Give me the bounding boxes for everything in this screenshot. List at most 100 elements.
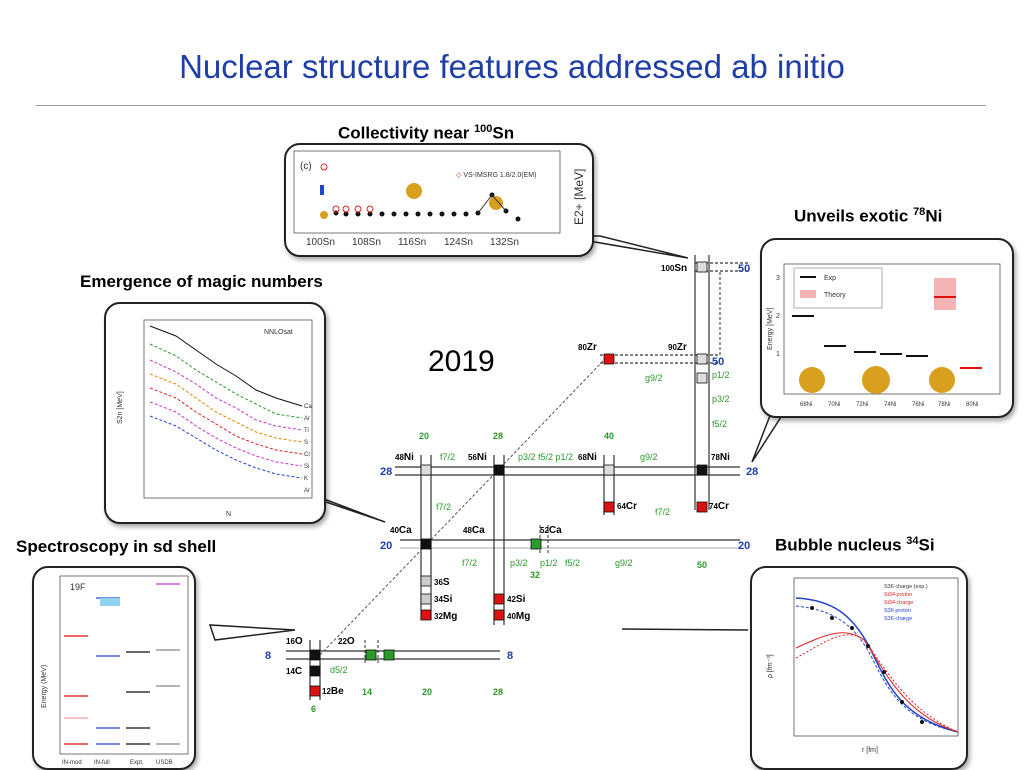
magic-xlabel: N [226, 511, 231, 518]
n-number-40: 40 [604, 431, 614, 441]
magic-ylabel: S2n [MeV] [117, 391, 124, 424]
sd-plot: 19F Energy (MeV) IN-mod IN-full Expt. US [41, 575, 189, 766]
sd-tag: 19F [70, 582, 86, 592]
orb-f72-bot: f7/2 [462, 558, 477, 568]
panel-sn-collectivity: (c) ◇ VS-IMSRG 1.8/2.0(EM) E2+ [MeV] 100… [284, 143, 594, 257]
bubble-legend-3: S36 proton [884, 608, 911, 614]
sd-col-infull: IN-full [94, 760, 110, 766]
title-divider [36, 105, 986, 106]
n-number-6: 6 [311, 704, 316, 714]
ni78-plot: Energy [MeV] 3 2 1 Exp Theory 68Ni 70Ni … [767, 263, 1001, 408]
ni78-x-70: 70Ni [828, 402, 840, 408]
panel-ni78: Energy [MeV] 3 2 1 Exp Theory 68Ni 70Ni … [760, 238, 1014, 418]
magic-curve-cr: Cr [304, 452, 310, 458]
magic-curve-ti: Ti [304, 428, 309, 434]
orb-d52: d5/2 [330, 665, 348, 675]
ni78-x-80: 80Ni [966, 402, 978, 408]
nuc-74cr: 74Cr [709, 501, 729, 512]
nuc-42si: 42Si [507, 594, 526, 605]
n-number-20b: 20 [422, 687, 432, 697]
nuc-22o: 22O [338, 636, 355, 647]
panel-bubble-si34: ρ [fm⁻³] r [fm] S36 charge (exp.) Si34 p… [750, 566, 968, 770]
bubble-legend-1: Si34 proton [884, 592, 912, 598]
panel-sd-shell: 19F Energy (MeV) IN-mod IN-full Expt. US [32, 566, 196, 770]
nuc-80zr: 80Zr [578, 342, 597, 353]
sn-legend: ◇ VS-IMSRG 1.8/2.0(EM) [456, 172, 536, 179]
nuc-78ni: 78Ni [711, 452, 730, 463]
ni78-legend-exp: Exp [824, 275, 836, 282]
year-label: 2019 [428, 345, 495, 378]
callout-exotic-ni: Unveils exotic 78Ni [794, 206, 943, 226]
callout-sd-shell: Spectroscopy in sd shell [16, 537, 217, 556]
magic-n-8: 8 [507, 650, 513, 662]
n-number-20: 20 [419, 431, 429, 441]
sn-plot: (c) ◇ VS-IMSRG 1.8/2.0(EM) E2+ [MeV] 100… [293, 150, 586, 248]
bubble-xlabel: r [fm] [862, 747, 878, 754]
ni78-ytick-2: 2 [776, 313, 780, 320]
nuc-52ca: 52Ca [540, 525, 562, 536]
bubble-legend-4: S36 charge [884, 616, 912, 622]
magic-z-8: 8 [265, 650, 271, 662]
n-number-14: 14 [362, 687, 372, 697]
ni78-x-78: 78Ni [938, 402, 950, 408]
orb-f72-ni: f7/2 [440, 452, 455, 462]
sn-tag: (c) [300, 161, 312, 172]
nuc-34si: 34Si [434, 594, 453, 605]
panel-magic-numbers: NNLOsat S2n [MeV] N Ca Ar Ti S Cr Si K A… [104, 302, 326, 524]
ni78-ytick-1: 1 [776, 351, 780, 358]
n-number-28b: 28 [493, 687, 503, 697]
sn-x-116: 116Sn [398, 237, 426, 248]
orb-g92-top: g9/2 [645, 373, 663, 383]
magic-n-28: 28 [746, 466, 758, 478]
n-number-50: 50 [697, 560, 707, 570]
orb-f52-bot: f5/2 [565, 558, 580, 568]
bubble-legend-2: Si34 charge [884, 600, 913, 606]
ni78-ytick-3: 3 [776, 275, 780, 282]
n-number-28: 28 [493, 431, 503, 441]
nuc-100sn: 100Sn [661, 263, 687, 274]
magic-curve-si: Si [304, 464, 309, 470]
orb-f52-top: f5/2 [712, 419, 727, 429]
sn-ylabel: E2+ [MeV] [572, 169, 586, 225]
orb-p12-bot: p1/2 [540, 558, 558, 568]
nuc-12be: 12Be [322, 686, 344, 697]
nuc-40mg: 40Mg [507, 611, 530, 622]
sn-x-132: 132Sn [490, 237, 519, 248]
bubble-ylabel: ρ [fm⁻³] [767, 654, 774, 678]
ni78-x-74: 74Ni [884, 402, 896, 408]
magic-curve-k: K [304, 476, 308, 482]
sd-ylabel: Energy (MeV) [41, 665, 48, 708]
ni78-legend-theory: Theory [824, 292, 846, 299]
magic-tag: NNLOsat [264, 329, 293, 336]
magic-curve-s: S [304, 440, 308, 446]
magic-n-50: 50 [712, 356, 724, 368]
ni78-x-68: 68Ni [800, 402, 812, 408]
sn-points [320, 183, 521, 222]
nuc-14c: 14C [286, 666, 302, 677]
ni78-ylabel: Energy [MeV] [767, 308, 774, 350]
magic-curve-ca: Ca [304, 404, 312, 410]
nuc-56ni: 56Ni [468, 452, 487, 463]
page-title: Nuclear structure features addressed ab … [179, 48, 845, 85]
nuc-90zr: 90Zr [668, 342, 687, 353]
nuc-16o: 16O [286, 636, 303, 647]
sd-col-inmod: IN-mod [62, 760, 82, 766]
nuc-36s: 36S [434, 577, 450, 588]
magic-z-20: 20 [380, 540, 392, 552]
n-number-32: 32 [530, 570, 540, 580]
nuc-48ca: 48Ca [463, 525, 485, 536]
sd-col-expt: Expt. [130, 760, 144, 766]
magic-z-28: 28 [380, 466, 392, 478]
nuc-64cr: 64Cr [617, 501, 637, 512]
magic-curve-ar2: Ar [304, 488, 310, 494]
sn-x-100: 100Sn [306, 237, 335, 248]
bubble-legend-0: S36 charge (exp.) [884, 584, 928, 590]
nuc-48ni: 48Ni [395, 452, 414, 463]
ni78-x-76: 76Ni [912, 402, 924, 408]
ni78-x-72: 72Ni [856, 402, 868, 408]
orb-pf-ni: p3/2 f5/2 p1/2 [518, 452, 573, 462]
sn-x-108: 108Sn [352, 237, 381, 248]
orb-p32-top: p3/2 [712, 394, 730, 404]
orb-f72-cr: f7/2 [655, 507, 670, 517]
